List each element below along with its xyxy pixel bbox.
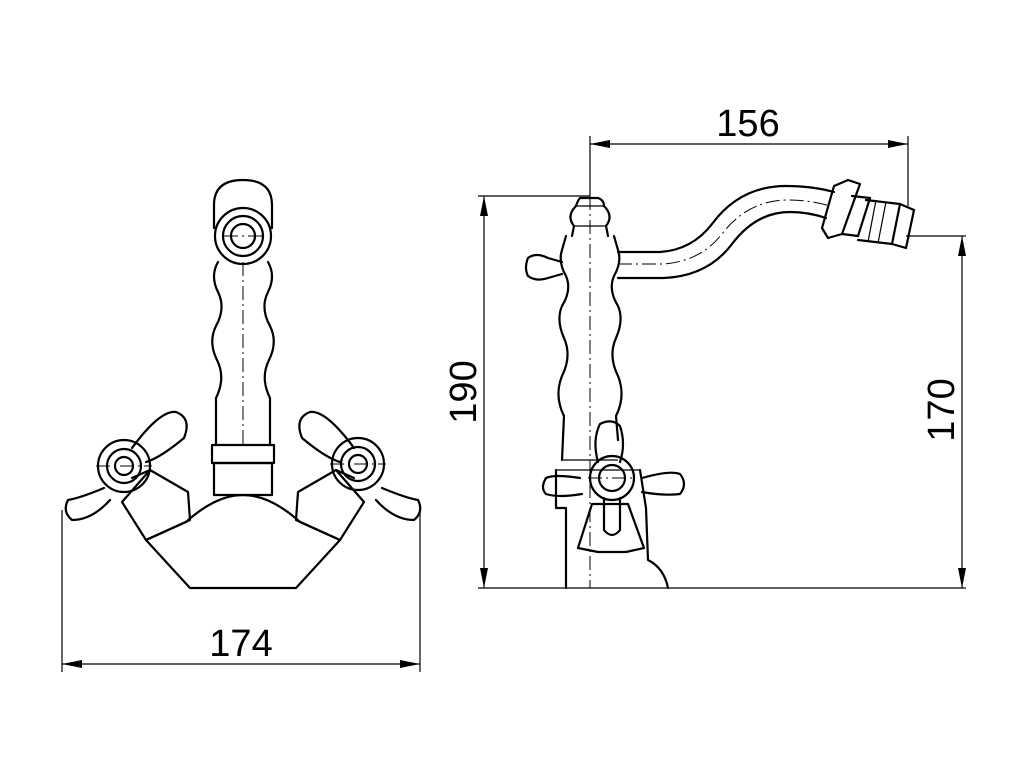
front-spout-outlet (212, 178, 274, 266)
dimension-height-label: 190 (443, 360, 485, 423)
side-valve-body (554, 468, 670, 590)
side-nozzle (820, 178, 916, 250)
dimension-width: 174 (61, 510, 421, 672)
side-view: 156 190 170 (443, 103, 966, 590)
front-view: 174 (61, 178, 422, 672)
dimension-width-label: 174 (209, 623, 272, 665)
front-left-valve (120, 468, 192, 542)
side-lever-knob (524, 253, 564, 281)
front-left-handle (64, 410, 188, 522)
dimension-spout-height: 170 (906, 235, 966, 588)
front-collar (210, 443, 276, 497)
front-spout-body (211, 260, 275, 447)
dimension-reach-label: 156 (716, 103, 779, 145)
dimension-spout-height-label: 170 (921, 378, 963, 441)
side-spout (616, 184, 836, 280)
front-body-base (144, 493, 342, 590)
side-cross-handle (541, 420, 686, 537)
front-right-handle (298, 410, 422, 522)
side-column (557, 196, 623, 588)
dimension-height: 190 (443, 195, 590, 588)
dimension-reach: 156 (589, 103, 909, 206)
